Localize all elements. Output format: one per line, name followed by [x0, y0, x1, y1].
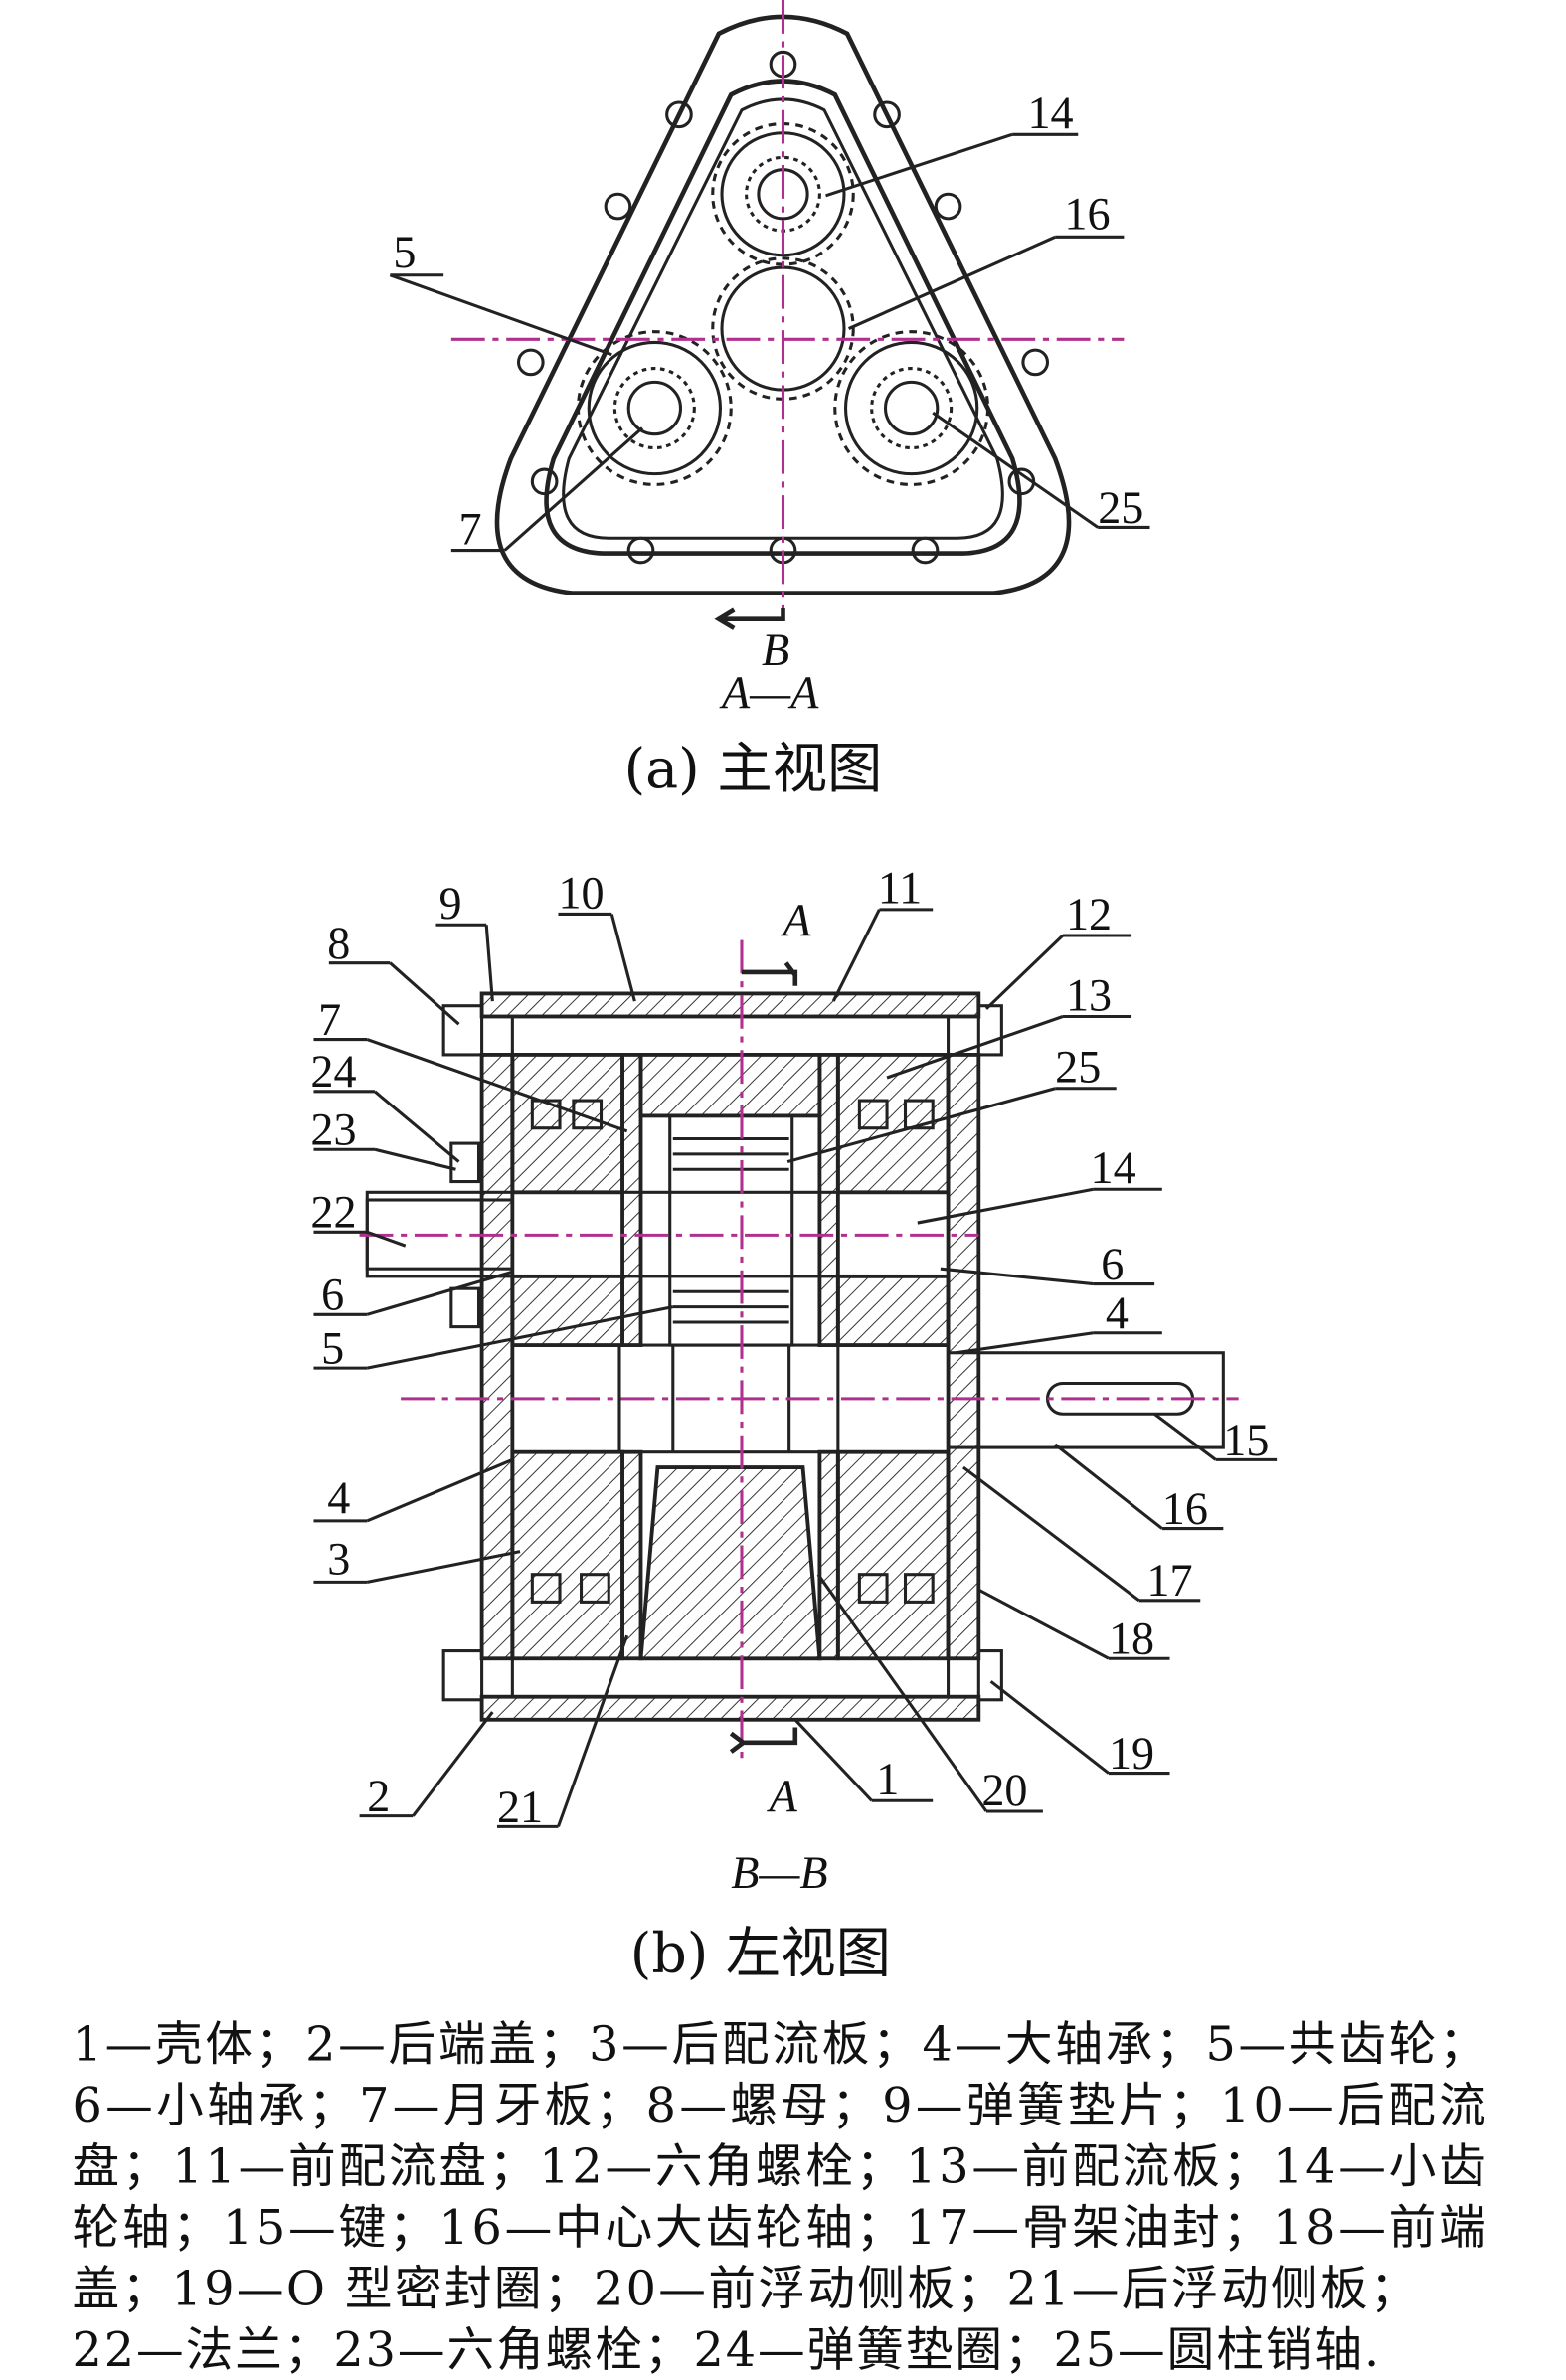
legend-line: 轮轴；15—键；16—中心大齿轮轴；17—骨架油封；18—前端: [73, 2201, 1486, 2256]
legend-line: 盖；19—O 型密封圈；20—前浮动侧板；21—后浮动侧板；: [73, 2263, 1418, 2317]
legend-line: 6—小轴承；7—月牙板；8—螺母；9—弹簧垫片；10—后配流: [73, 2079, 1486, 2133]
center-shaft: [510, 1343, 1225, 1454]
label-1: 1: [876, 1754, 899, 1804]
label-20: 20: [981, 1765, 1027, 1815]
label-8: 8: [327, 918, 350, 968]
section-arrow-a-bottom: [729, 1727, 798, 1754]
housing-inner: [544, 79, 1022, 556]
label-3: 3: [327, 1534, 350, 1585]
label-11: 11: [878, 863, 922, 914]
legend-line: 1—壳体；2—后端盖；3—后配流板；4—大轴承；5—共齿轮；: [73, 2018, 1486, 2073]
label-24: 24: [310, 1046, 356, 1097]
label-15: 15: [1223, 1415, 1269, 1465]
label-13: 13: [1066, 969, 1112, 1020]
label-14: 14: [1028, 87, 1074, 138]
section-arrow-a-top: [741, 961, 798, 986]
caption-side-view: (b) 左视图: [630, 1922, 891, 1985]
caption-front-view: (a) 主视图: [624, 738, 883, 801]
label-4-left: 4: [327, 1472, 350, 1523]
label-25: 25: [1098, 482, 1143, 533]
label-7: 7: [459, 503, 482, 554]
small-gear-right: [833, 330, 990, 486]
section-arrow-b: [714, 607, 785, 630]
label-23: 23: [310, 1105, 356, 1155]
label-19: 19: [1109, 1728, 1154, 1779]
label-16: 16: [1064, 189, 1110, 240]
section-mark-a-top: A: [781, 895, 812, 945]
parts-legend: 1—壳体；2—后端盖；3—后配流板；4—大轴承；5—共齿轮； 6—小轴承；7—月…: [73, 2018, 1486, 2379]
label-6-right: 6: [1101, 1239, 1124, 1289]
label-4-right: 4: [1106, 1287, 1129, 1338]
label-5: 5: [321, 1323, 344, 1374]
housing-outline: [494, 14, 1072, 595]
label-21: 21: [497, 1782, 543, 1832]
legend-line: 盘；11—前配流盘；12—六角螺栓；13—前配流板；14—小齿: [73, 2140, 1486, 2195]
small-gear-left: [576, 330, 733, 486]
label-12: 12: [1066, 889, 1112, 939]
label-9: 9: [439, 878, 462, 929]
label-17: 17: [1146, 1555, 1192, 1606]
label-22: 22: [310, 1187, 356, 1238]
section-title-bb: B—B: [731, 1847, 827, 1898]
label-5: 5: [393, 227, 416, 277]
label-10: 10: [558, 867, 604, 918]
label-25: 25: [1055, 1042, 1101, 1093]
label-2: 2: [367, 1771, 390, 1821]
label-16: 16: [1162, 1483, 1208, 1534]
legend-line: 22—法兰；23—六角螺栓；24—弹簧垫圈；25—圆柱销轴.: [73, 2323, 1380, 2378]
label-6-left: 6: [321, 1270, 344, 1320]
section-mark-a-bottom: A: [767, 1771, 798, 1821]
front-view: 14 16 5 7 25 B A—A (a) 主视图: [389, 0, 1150, 801]
label-14: 14: [1091, 1142, 1136, 1193]
section-mark-b: B: [762, 624, 789, 675]
label-18: 18: [1109, 1614, 1154, 1664]
section-title-aa: A—A: [719, 667, 819, 718]
label-7: 7: [318, 994, 341, 1045]
side-section-view: 8 9 10 A 11 12 13 7 24 25 23 14 22 6 6 4…: [310, 863, 1278, 1985]
